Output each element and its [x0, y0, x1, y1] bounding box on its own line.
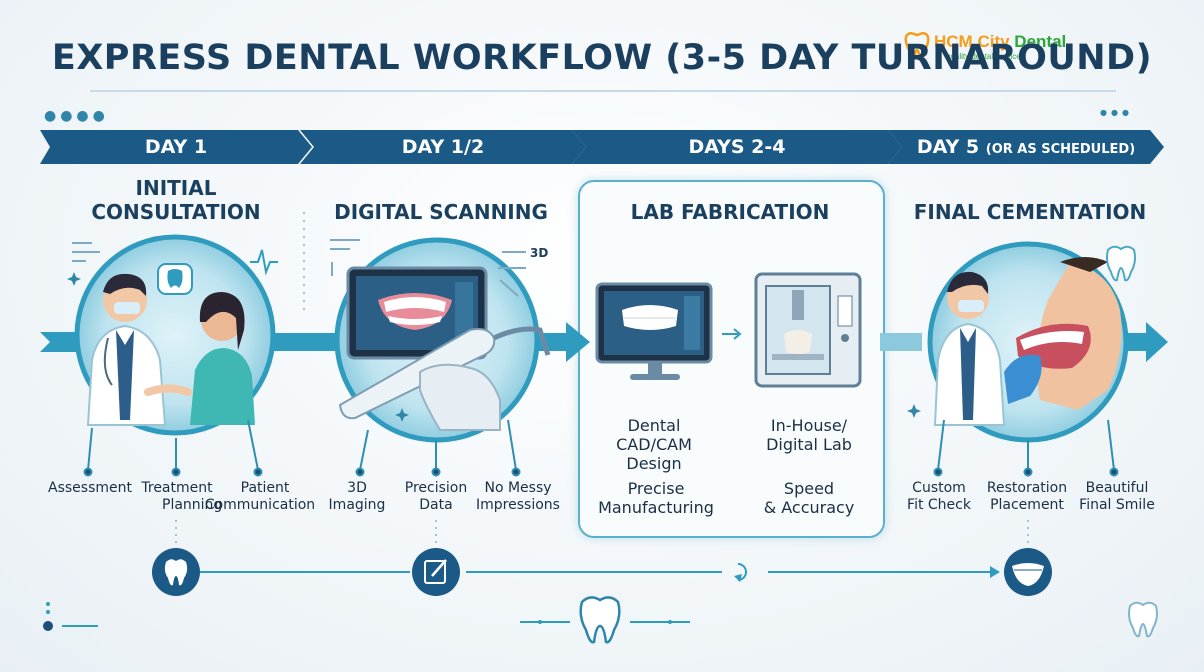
label-assessment-l1: Assessment — [48, 480, 132, 496]
cad-monitor-illustration — [595, 282, 713, 380]
brand-name: HCM City Dental — [934, 32, 1067, 51]
brand-tooth-icon — [904, 31, 930, 60]
banner-days2-4-label: DAYS 2-4 — [688, 136, 786, 158]
stage3-title: LAB FABRICATION — [630, 200, 830, 224]
label-3d-imaging-l2: Imaging — [328, 497, 386, 513]
label-precise-manufacturing: Precise Manufacturing — [590, 479, 722, 517]
banner-days2-4: DAYS 2-4 — [572, 130, 902, 164]
intraoral-scanner-illustration — [334, 237, 551, 443]
label-cad-l2: CAD/CAM — [616, 435, 692, 454]
label-in-house-lab: In-House/ Digital Lab — [750, 416, 868, 454]
bottom-timeline — [175, 520, 1029, 578]
label-precision-l1: Precision — [404, 480, 468, 496]
label-restoration-l2: Placement — [990, 497, 1064, 513]
label-3d-imaging-l1: 3D — [347, 480, 367, 496]
decor-dots-left: ●●●● — [44, 108, 109, 124]
label-cad-l3: Design — [626, 454, 682, 473]
main-flow-arrow — [40, 322, 1168, 362]
banner-day1-2-label: DAY 1/2 — [401, 136, 485, 158]
label-precision-data: Precision Data — [396, 480, 476, 514]
tablet-pen-icon — [412, 548, 460, 596]
label-assessment: Assessment — [44, 480, 136, 497]
doctor-patient-illustration — [74, 234, 276, 436]
banner-day1-label: DAY 1 — [144, 136, 208, 158]
banner-day5: DAY 5 (OR AS SCHEDULED) — [888, 130, 1164, 164]
tooth-icon — [152, 548, 200, 596]
label-no-messy-l1: No Messy — [484, 480, 552, 496]
label-precision-l2: Data — [419, 497, 453, 513]
label-precise-l2: Manufacturing — [598, 498, 714, 517]
label-cad-l1: Dental — [627, 416, 681, 435]
label-patient-communication: Patient Communication — [204, 480, 316, 514]
label-beautiful-final-smile: Beautiful Final Smile — [1074, 480, 1160, 514]
refresh-arrow-icon — [734, 563, 747, 582]
decor-lines-2 — [330, 239, 526, 297]
label-no-messy-impressions: No Messy Impressions — [472, 480, 564, 514]
label-no-messy-l2: Impressions — [476, 497, 560, 513]
stage1-title: INITIAL CONSULTATION — [60, 176, 292, 224]
label-beautiful-l2: Final Smile — [1079, 497, 1155, 513]
label-speed-l1: Speed — [783, 479, 835, 498]
label-treatment-l2: Planning — [162, 497, 223, 513]
label-treatment-l1: Treatment — [141, 480, 213, 496]
banner-day1-2: DAY 1/2 — [300, 130, 586, 164]
label-beautiful-l1: Beautiful — [1085, 480, 1149, 496]
label-speed-accuracy: Speed & Accuracy — [750, 479, 868, 517]
decor-dots-right: ●●● — [1100, 108, 1133, 117]
page-title: EXPRESS DENTAL WORKFLOW (3-5 DAY TURNARO… — [51, 38, 1153, 78]
footer-decor — [43, 596, 1158, 644]
stage1-title-line2: CONSULTATION — [91, 200, 261, 224]
brand-tagline: quality dental services — [946, 52, 1025, 61]
milling-machine-illustration — [754, 272, 862, 388]
tooth-icon-top-right — [1106, 245, 1136, 282]
label-custom-l1: Custom — [912, 480, 966, 496]
smile-icon — [1004, 548, 1052, 596]
stage2-title: DIGITAL SCANNING — [334, 200, 548, 224]
decor-lines-1 — [72, 242, 278, 276]
stage1-title-line1: INITIAL — [135, 176, 217, 200]
label-restoration-l1: Restoration — [986, 480, 1068, 496]
title-divider — [90, 90, 1116, 92]
label-patient-l1: Patient — [240, 480, 290, 496]
badge-3d: 3D — [530, 246, 548, 260]
banner-day5-label: DAY 5 (OR AS SCHEDULED) — [916, 136, 1136, 158]
label-treatment-planning: Treatment Planning — [132, 480, 222, 514]
label-patient-l2: Communication — [204, 497, 316, 513]
label-inhouse-l2: Digital Lab — [766, 435, 852, 454]
cementation-illustration — [927, 241, 1129, 443]
label-inhouse-l1: In-House/ — [770, 416, 848, 435]
sparkles — [67, 272, 921, 422]
label-custom-fit-check: Custom Fit Check — [896, 480, 982, 514]
lab-arrow-icon — [722, 328, 742, 340]
stage4-title: FINAL CEMENTATION — [913, 200, 1147, 224]
label-custom-l2: Fit Check — [907, 497, 971, 513]
label-3d-imaging: 3D Imaging — [322, 480, 392, 514]
label-restoration-placement: Restoration Placement — [980, 480, 1074, 514]
label-speed-l2: & Accuracy — [763, 498, 855, 517]
brand-logo: HCM City Dental quality dental services — [902, 30, 1102, 70]
label-connectors — [83, 419, 1119, 477]
banner-day1: DAY 1 — [40, 130, 312, 164]
label-precise-l1: Precise — [627, 479, 685, 498]
label-cad-cam-design: Dental CAD/CAM Design — [596, 416, 712, 473]
